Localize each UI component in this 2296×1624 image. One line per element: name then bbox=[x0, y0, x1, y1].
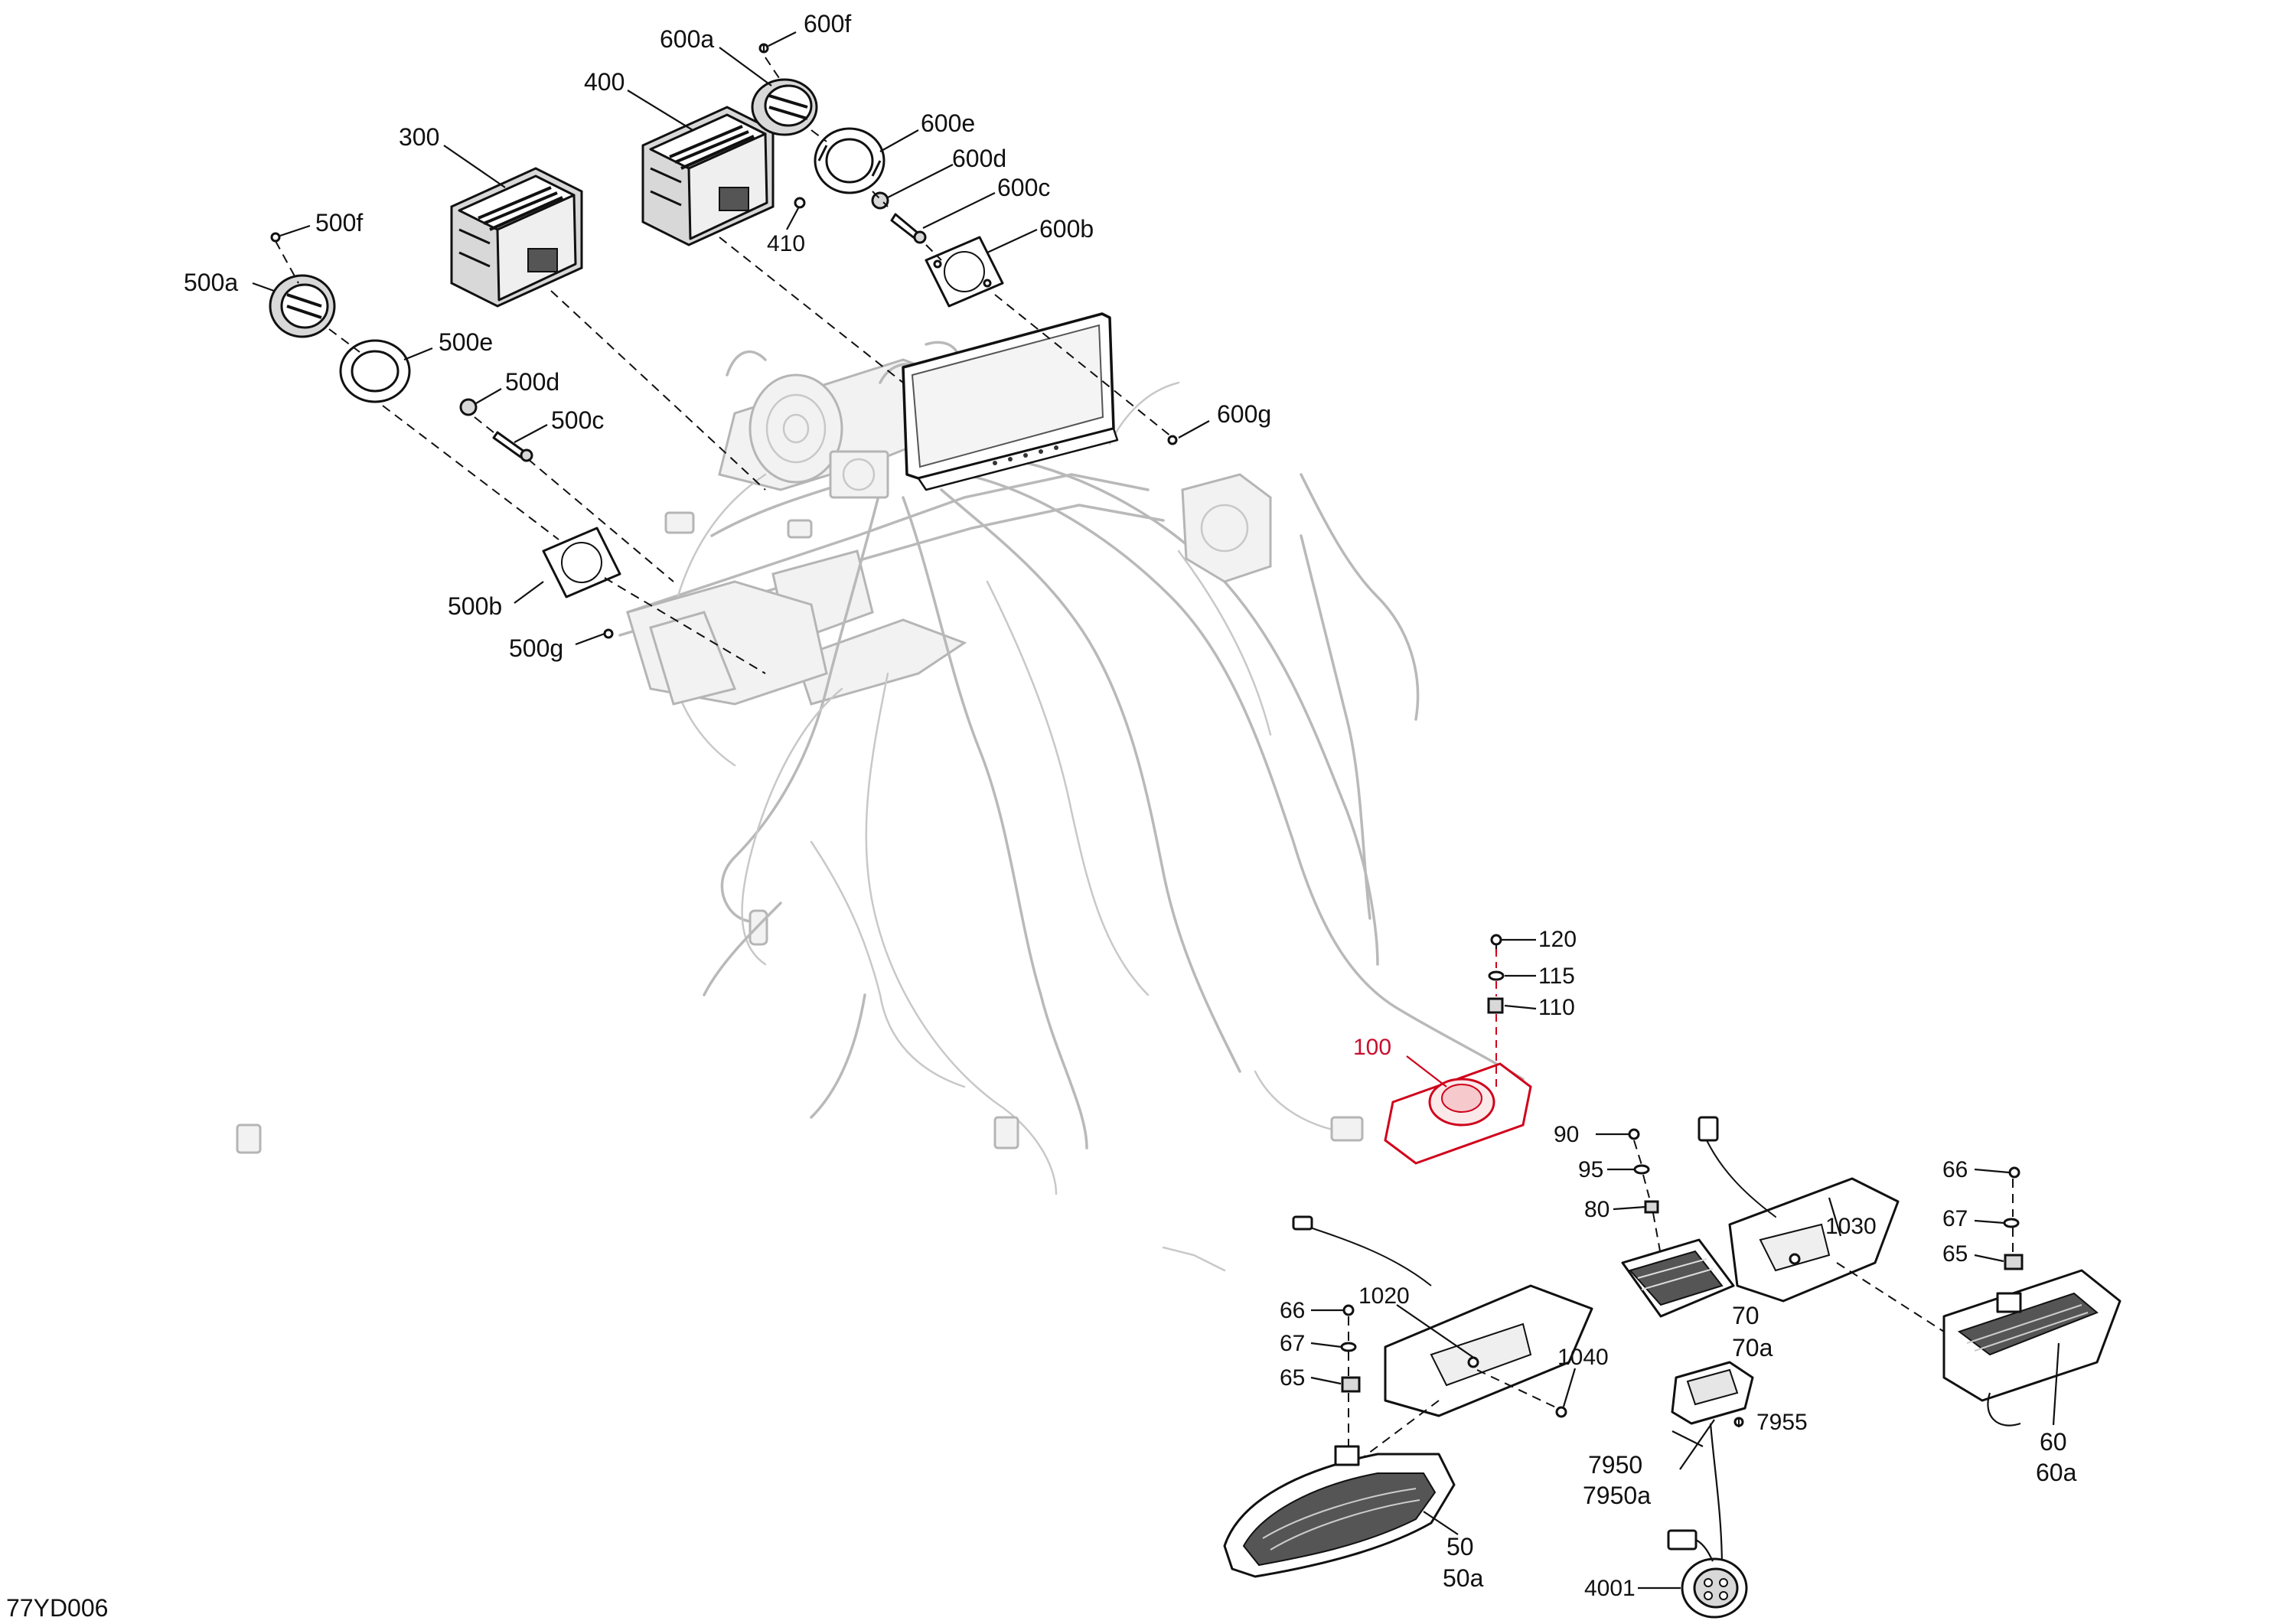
part-65-right-nut bbox=[2004, 1254, 2024, 1270]
part-1030-bracket bbox=[1698, 1116, 1900, 1303]
part-500f-screw bbox=[270, 232, 281, 243]
part-500e-ring bbox=[339, 339, 411, 403]
label-1030: 1030 bbox=[1825, 1214, 1877, 1239]
assembly-lines bbox=[275, 57, 2014, 1459]
label-300: 300 bbox=[399, 123, 439, 151]
part-70-light bbox=[1621, 1238, 1735, 1318]
part-300-module bbox=[450, 167, 583, 308]
label-600e: 600e bbox=[921, 109, 975, 137]
label-67-left: 67 bbox=[1280, 1331, 1305, 1356]
part-600a-lens bbox=[751, 78, 818, 136]
label-66-left: 66 bbox=[1280, 1298, 1305, 1323]
label-50: 50 bbox=[1446, 1533, 1474, 1560]
label-600c: 600c bbox=[997, 174, 1050, 201]
label-115: 115 bbox=[1538, 964, 1575, 989]
wiring-harness-ghost bbox=[236, 341, 1525, 1272]
label-80: 80 bbox=[1584, 1197, 1609, 1222]
label-7955: 7955 bbox=[1756, 1410, 1808, 1435]
label-500d: 500d bbox=[505, 368, 559, 396]
label-60a: 60a bbox=[2036, 1459, 2077, 1486]
label-7950: 7950 bbox=[1588, 1451, 1642, 1479]
display-screen bbox=[902, 312, 1119, 491]
part-90-screw bbox=[1628, 1128, 1640, 1140]
label-500f: 500f bbox=[315, 209, 363, 236]
label-67-right: 67 bbox=[1942, 1206, 1968, 1231]
part-600c-bulb bbox=[890, 213, 927, 244]
label-500c: 500c bbox=[551, 406, 604, 434]
part-66-left-screw bbox=[1342, 1304, 1355, 1316]
label-120: 120 bbox=[1538, 927, 1577, 952]
part-500g-screw bbox=[603, 628, 614, 639]
label-1020: 1020 bbox=[1358, 1283, 1410, 1309]
part-500c-bulb bbox=[492, 431, 533, 462]
part-600e-ring bbox=[814, 127, 885, 194]
label-500g: 500g bbox=[509, 634, 563, 662]
part-60-right-light bbox=[1942, 1269, 2122, 1427]
label-70a: 70a bbox=[1732, 1334, 1773, 1361]
part-600f-screw bbox=[758, 43, 769, 54]
label-600b: 600b bbox=[1039, 215, 1094, 243]
label-500b: 500b bbox=[448, 592, 502, 620]
label-410: 410 bbox=[767, 231, 805, 256]
label-95: 95 bbox=[1578, 1157, 1603, 1182]
label-50a: 50a bbox=[1443, 1564, 1484, 1592]
callout-labels: 300 400 410 600a 600f 600e 600d 600c 600… bbox=[6, 10, 2077, 1622]
label-600a: 600a bbox=[660, 25, 714, 53]
part-500a-lens bbox=[269, 274, 336, 338]
part-500d-nut bbox=[459, 398, 478, 416]
part-500b-gasket bbox=[542, 527, 621, 598]
part-400-module bbox=[641, 106, 775, 246]
part-4001-socket bbox=[1667, 1529, 1748, 1619]
label-7950a: 7950a bbox=[1583, 1482, 1651, 1509]
part-410-screw bbox=[794, 197, 806, 209]
part-600g-screw bbox=[1167, 435, 1178, 445]
label-70: 70 bbox=[1732, 1302, 1760, 1329]
part-67-left-washer bbox=[1340, 1342, 1357, 1352]
label-600f: 600f bbox=[804, 10, 851, 38]
part-7950-module bbox=[1671, 1361, 1754, 1570]
part-67-right-washer bbox=[2003, 1218, 2020, 1228]
label-1040: 1040 bbox=[1557, 1345, 1609, 1370]
leader-lines bbox=[252, 31, 2060, 1590]
part-600d-nut bbox=[871, 191, 889, 210]
label-100: 100 bbox=[1353, 1035, 1391, 1060]
part-1040-screw bbox=[1555, 1406, 1567, 1418]
part-100-highlighted bbox=[1384, 1062, 1532, 1165]
label-90: 90 bbox=[1554, 1122, 1579, 1147]
label-60: 60 bbox=[2040, 1428, 2067, 1456]
part-50-left-light bbox=[1223, 1445, 1456, 1578]
label-66-right: 66 bbox=[1942, 1157, 1968, 1182]
part-110-clip bbox=[1487, 997, 1504, 1014]
part-115-washer bbox=[1488, 970, 1505, 981]
label-500e: 500e bbox=[439, 328, 493, 356]
label-600d: 600d bbox=[952, 145, 1006, 172]
diagram-code: 77YD006 bbox=[6, 1594, 108, 1622]
label-65-left: 65 bbox=[1280, 1365, 1305, 1391]
part-1020-bracket bbox=[1292, 1215, 1593, 1417]
part-80-nut bbox=[1644, 1200, 1659, 1214]
label-500a: 500a bbox=[184, 269, 238, 296]
label-4001: 4001 bbox=[1584, 1576, 1636, 1601]
label-600g: 600g bbox=[1217, 400, 1271, 428]
part-66-right-screw bbox=[2008, 1166, 2020, 1179]
part-600b-gasket bbox=[925, 236, 1004, 308]
label-400: 400 bbox=[584, 68, 625, 96]
part-95-washer bbox=[1633, 1164, 1650, 1175]
part-65-left-nut bbox=[1341, 1376, 1361, 1393]
label-65-right: 65 bbox=[1942, 1241, 1968, 1267]
label-110: 110 bbox=[1538, 995, 1575, 1020]
